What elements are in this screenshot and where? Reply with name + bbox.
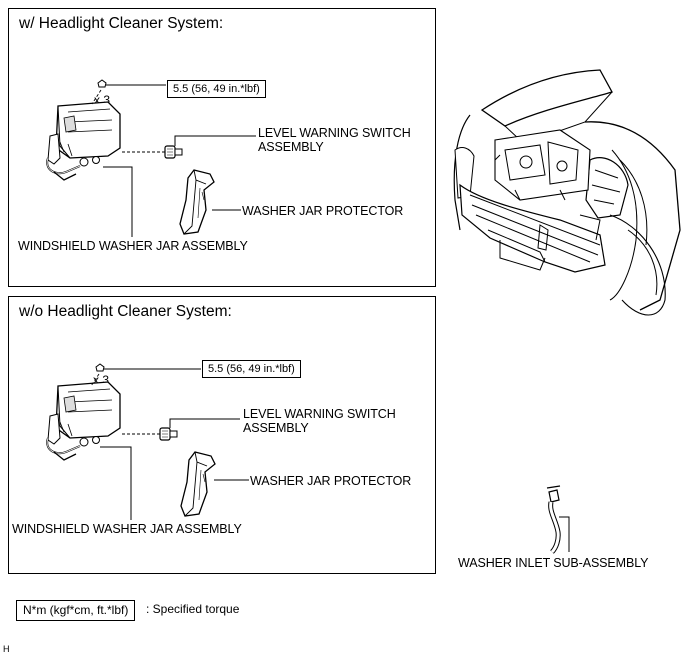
torque-legend-description: : Specified torque [146, 602, 240, 616]
windshield-washer-jar-label: WINDSHIELD WASHER JAR ASSEMBLY [18, 239, 248, 253]
washer-jar-protector-label: WASHER JAR PROTECTOR [250, 474, 412, 488]
bottom-jar-leader [100, 446, 132, 520]
top-jar-leader [103, 166, 133, 237]
level-warning-switch-label-line2: ASSEMBLY [258, 140, 324, 154]
bottom-bolt-icon [95, 363, 105, 372]
torque-spec: 5.5 (56, 49 in.*lbf) [167, 80, 266, 98]
top-bolt-dashed-line [91, 89, 102, 105]
level-warning-switch-label-line1: LEVEL WARNING SWITCH [258, 126, 411, 140]
panel-title: w/ Headlight Cleaner System: [19, 15, 224, 32]
top-switch-leader [174, 135, 256, 146]
bottom-bolt-dashed-line [90, 373, 100, 387]
bottom-washer-jar-drawing [46, 381, 121, 461]
figure-code: H [3, 644, 10, 654]
top-bolt-icon [97, 79, 107, 88]
bottom-level-switch-drawing [159, 427, 178, 441]
panel-title: w/o Headlight Cleaner System: [19, 303, 232, 320]
vehicle-front-end-drawing [453, 69, 681, 316]
top-washer-jar-drawing [46, 101, 121, 181]
level-warning-switch-label-line2: ASSEMBLY [243, 421, 309, 435]
washer-inlet-drawing [546, 485, 561, 554]
top-level-switch-drawing [164, 145, 183, 159]
level-warning-switch-label-line1: LEVEL WARNING SWITCH [243, 407, 396, 421]
bottom-protector-drawing [180, 451, 216, 517]
top-protector-drawing [179, 169, 215, 235]
bottom-switch-leader [169, 418, 240, 428]
washer-inlet-leader [559, 516, 570, 552]
torque-unit-legend: N*m (kgf*cm, ft.*lbf) [16, 600, 136, 621]
washer-jar-protector-label: WASHER JAR PROTECTOR [242, 204, 404, 218]
washer-inlet-label: WASHER INLET SUB-ASSEMBLY [458, 556, 649, 570]
torque-spec: 5.5 (56, 49 in.*lbf) [202, 360, 301, 378]
windshield-washer-jar-label: WINDSHIELD WASHER JAR ASSEMBLY [12, 522, 242, 536]
